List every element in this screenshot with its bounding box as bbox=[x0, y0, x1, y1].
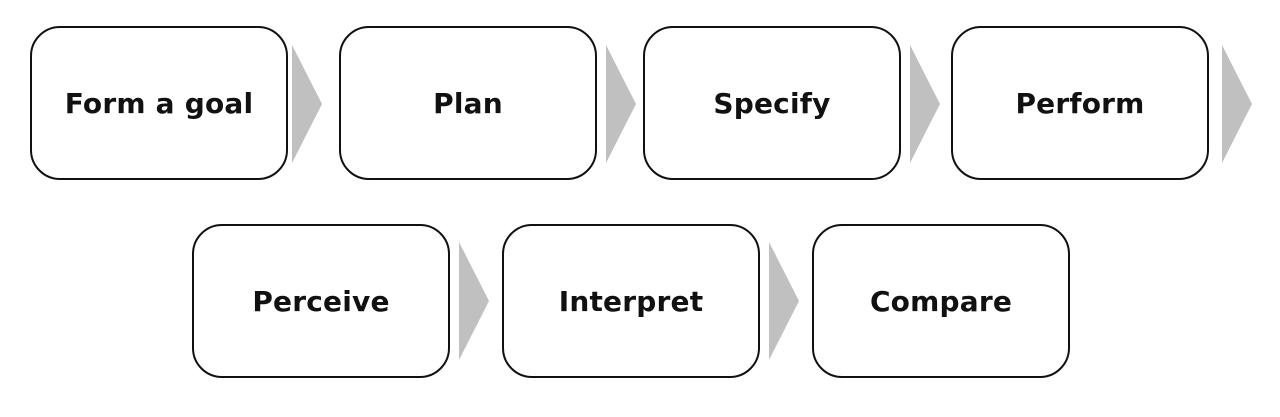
step-form-a-goal: Form a goal bbox=[30, 26, 288, 180]
step-label: Compare bbox=[869, 284, 1013, 318]
step-plan: Plan bbox=[339, 26, 597, 180]
step-label: Form a goal bbox=[64, 86, 254, 120]
step-label: Perform bbox=[1015, 86, 1145, 120]
step-perform: Perform bbox=[951, 26, 1209, 180]
step-label: Interpret bbox=[558, 284, 704, 318]
step-label: Plan bbox=[433, 86, 503, 120]
step-specify: Specify bbox=[643, 26, 901, 180]
step-label: Specify bbox=[713, 86, 831, 120]
chevron-right-arrow-icon bbox=[1222, 45, 1252, 163]
chevron-right-arrow-icon bbox=[769, 242, 799, 360]
chevron-right-arrow-icon bbox=[459, 242, 489, 360]
step-interpret: Interpret bbox=[502, 224, 760, 378]
chevron-right-arrow-icon bbox=[910, 45, 940, 163]
chevron-right-arrow-icon bbox=[292, 45, 322, 163]
chevron-right-arrow-icon bbox=[606, 45, 636, 163]
step-compare: Compare bbox=[812, 224, 1070, 378]
step-perceive: Perceive bbox=[192, 224, 450, 378]
step-label: Perceive bbox=[252, 284, 390, 318]
